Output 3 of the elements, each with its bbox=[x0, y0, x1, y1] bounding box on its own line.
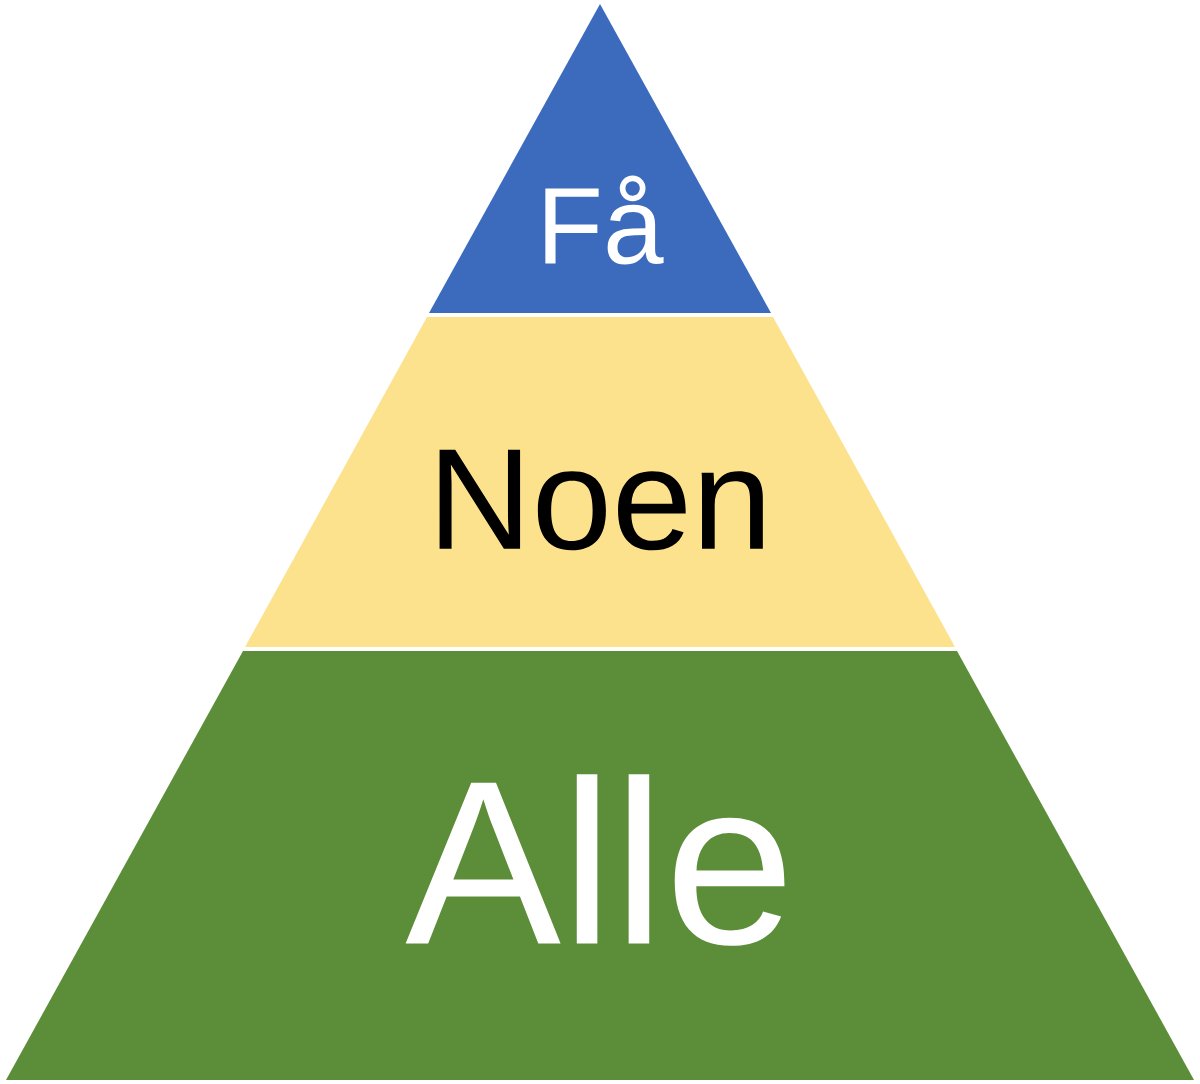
pyramid-level: Noen bbox=[245, 317, 955, 647]
pyramid-level: Alle bbox=[6, 651, 1194, 1080]
pyramid-level: Få bbox=[429, 4, 771, 313]
